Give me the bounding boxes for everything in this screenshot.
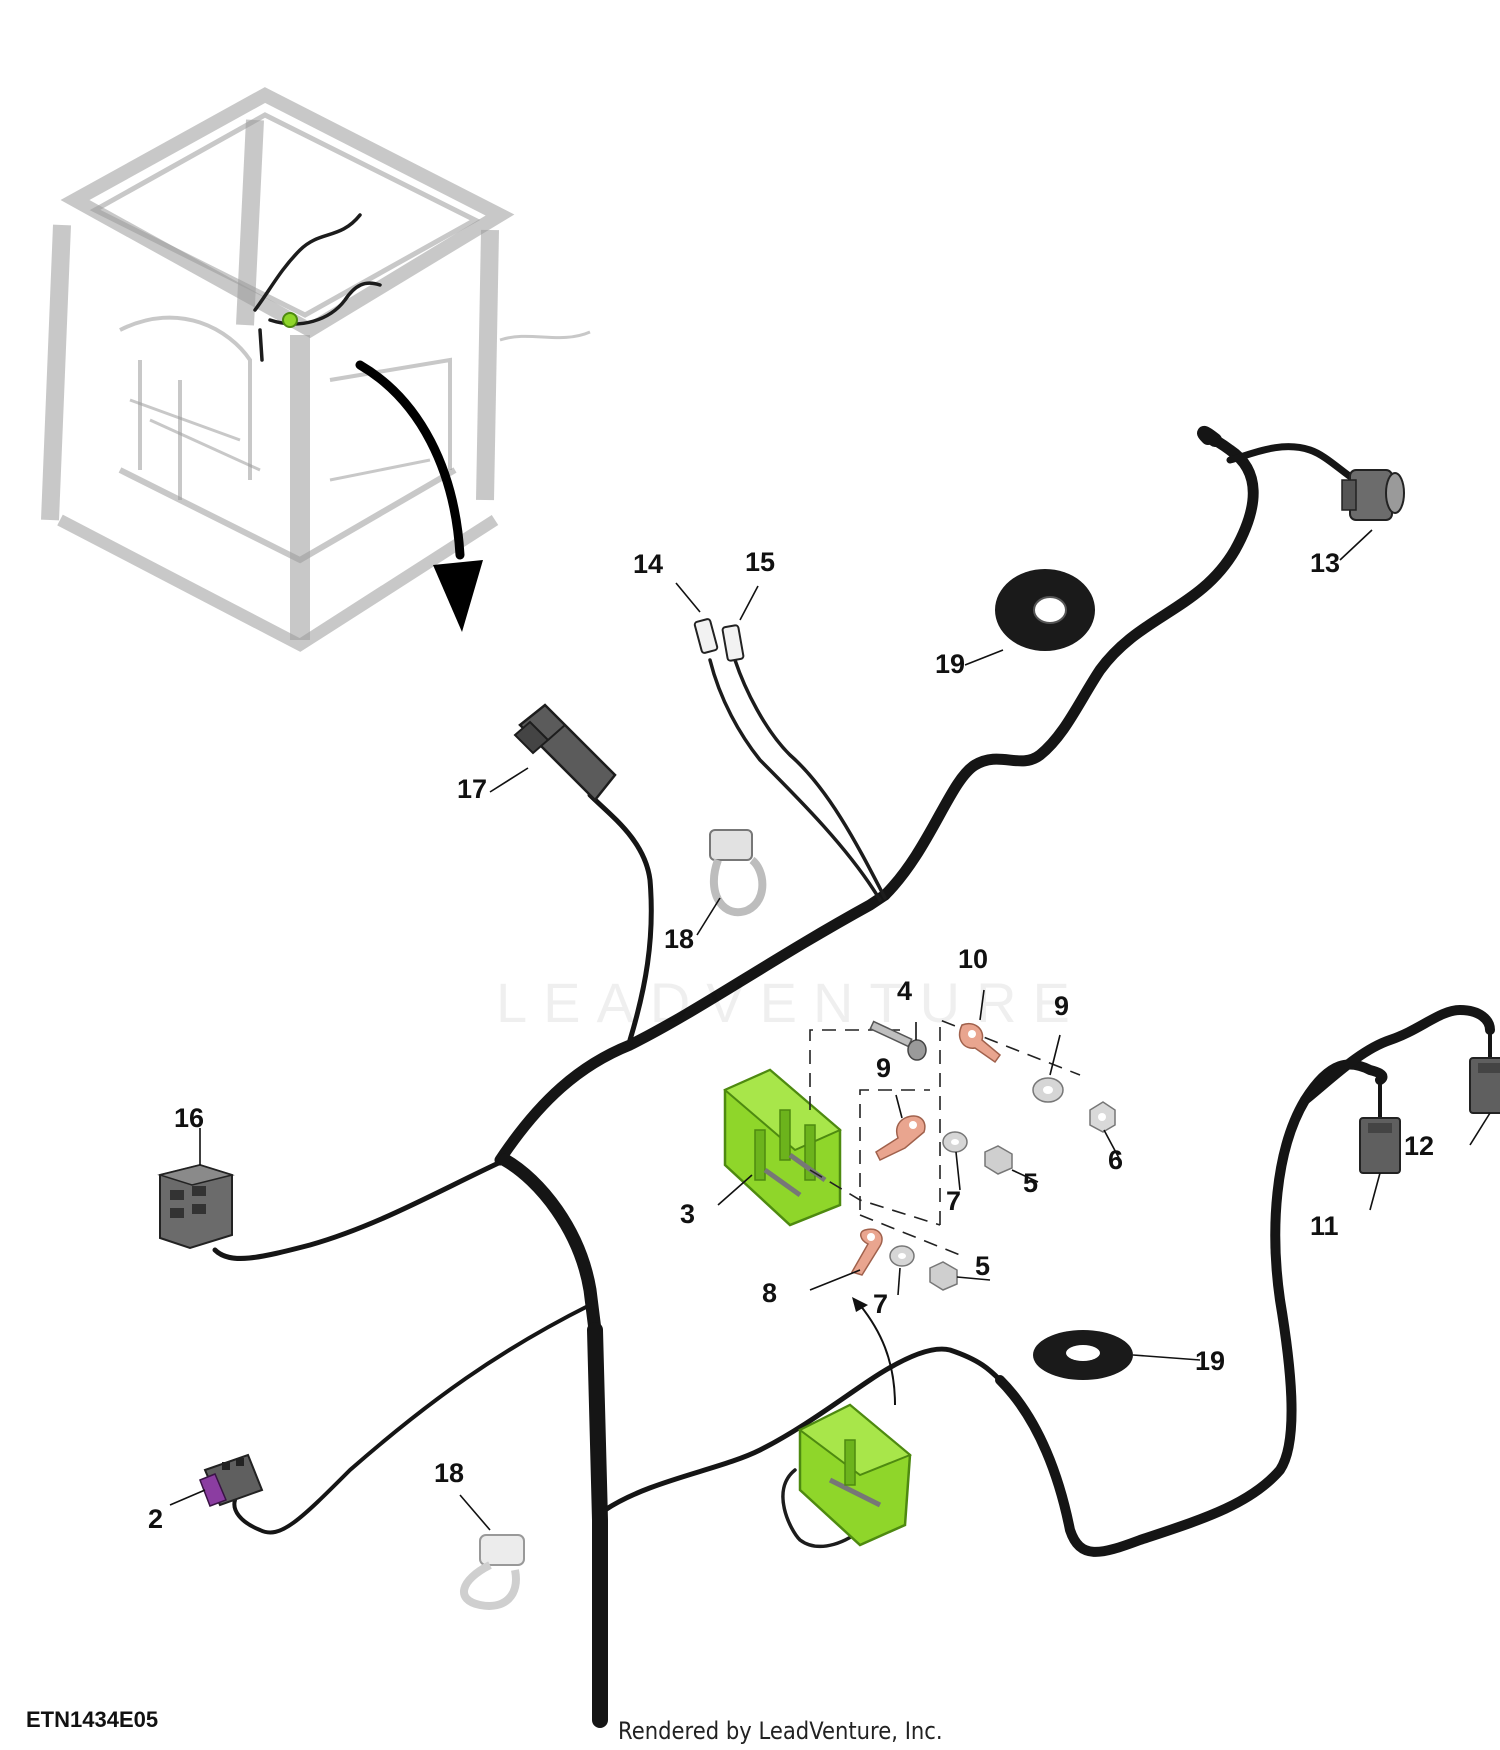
install-arrow (852, 1297, 896, 1406)
callout-14: 17 (457, 774, 487, 804)
callout-17: 13 (1310, 548, 1340, 578)
callout-18-upper: 18 (664, 924, 694, 954)
part-19-grommet-lower (1033, 1330, 1133, 1380)
leadventure-watermark: LEADVENTURE (496, 971, 1086, 1034)
callout-8: 9 (1054, 991, 1069, 1021)
leader-lines (169, 529, 1491, 1531)
callout-19-lower: 19 (1195, 1346, 1225, 1376)
callout-5-upper: 5 (1023, 1168, 1038, 1198)
part-4-bolt (869, 1020, 927, 1061)
part-13-relay-socket (157, 1163, 235, 1250)
main-harness (212, 426, 1495, 1728)
part-9-ring-terminal-lower (850, 1228, 883, 1276)
part-17-round-connector (1341, 469, 1405, 521)
explode-lines (809, 1018, 1081, 1256)
callout-12: 12 (1404, 1131, 1434, 1161)
part-14-sealed-connector (513, 703, 617, 802)
part-9-ring-terminal-upper (875, 1115, 926, 1161)
callout-10: 10 (958, 944, 988, 974)
part-5-nut-lower (929, 1261, 958, 1291)
part-2-purple-connector (199, 1453, 264, 1507)
part-6-nut (1089, 1101, 1116, 1133)
part-12-connector (1469, 1057, 1500, 1114)
callout-7-upper: 7 (946, 1186, 961, 1216)
callout-3: 3 (680, 1199, 695, 1229)
part-3-fuse-block-installed (798, 1403, 912, 1547)
callout-15: 14 (633, 549, 663, 579)
callout-4: 4 (897, 976, 912, 1006)
callout-2: 2 (148, 1504, 163, 1534)
callout-13: 16 (174, 1103, 204, 1133)
part-5-nut-upper (984, 1145, 1013, 1175)
callout-9-upper: 9 (876, 1053, 891, 1083)
cab-overview-illustration (41, 87, 591, 652)
part-3-fuse-block (723, 1068, 842, 1227)
callout-labels: 13 19 14 15 17 18 10 4 9 9 16 6 5 7 3 11… (148, 547, 1434, 1534)
callout-19-upper: 19 (935, 649, 965, 679)
part-7-washer-upper (942, 1131, 968, 1153)
part-8-washer (1032, 1077, 1064, 1103)
part-19-grommet-upper (995, 569, 1095, 651)
part-7-washer-lower (889, 1245, 915, 1267)
callout-18-lower: 18 (434, 1458, 464, 1488)
callout-16: 15 (745, 547, 775, 577)
part-11-connector (1359, 1117, 1401, 1174)
callout-7-lower: 7 (873, 1289, 888, 1319)
part-18-clamp-upper (709, 829, 767, 916)
part-18-clamp-lower (460, 1534, 525, 1610)
part-10-ring-terminal (958, 1023, 1002, 1064)
callout-6: 6 (1108, 1145, 1123, 1175)
callout-11: 11 (1310, 1211, 1339, 1241)
figure-code: ETN1434E05 (26, 1707, 159, 1732)
rendered-by-credit: Rendered by LeadVenture, Inc. (618, 1717, 943, 1745)
callout-5-lower: 5 (975, 1251, 990, 1281)
part-15-connector (693, 618, 719, 654)
part-16-connector (721, 624, 745, 662)
callout-9-lower: 8 (762, 1278, 777, 1308)
